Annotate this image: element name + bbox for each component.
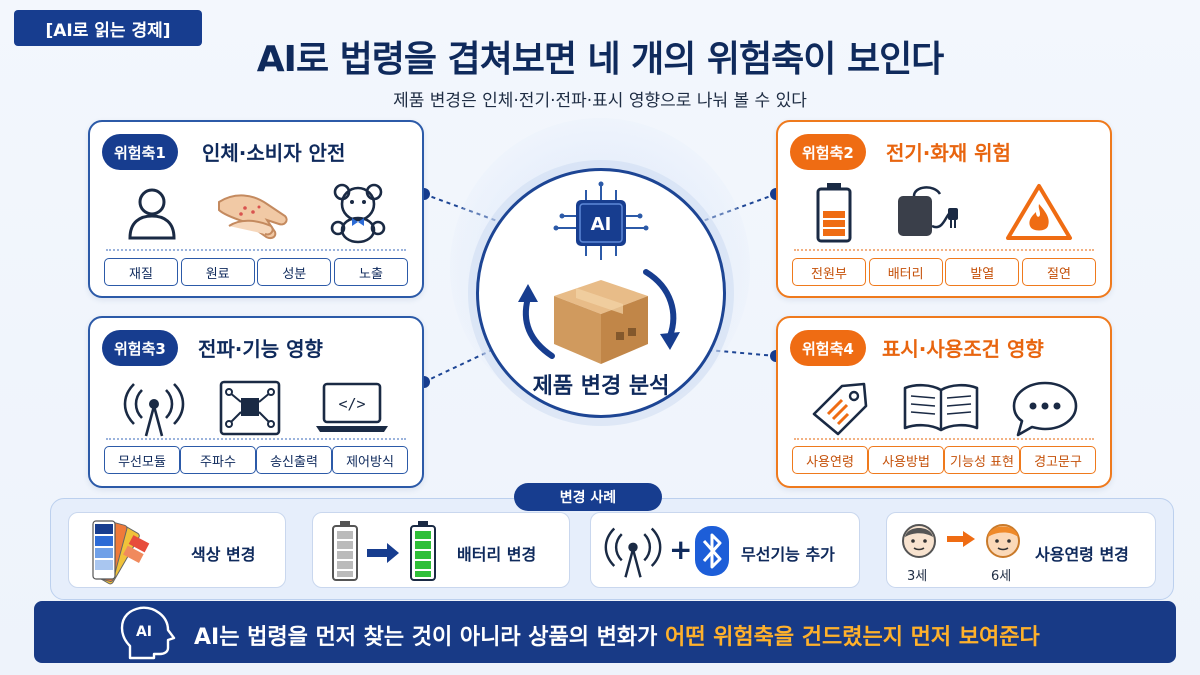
risk-axis-title: 전파·기능 영향: [198, 337, 323, 361]
change-examples-tag: 변경 사례: [514, 483, 662, 511]
risk-tag: 무선모듈: [104, 446, 180, 474]
age-from: 3세: [907, 569, 928, 584]
example-label: 무선기능 추가: [741, 545, 835, 564]
risk-tag: 재질: [104, 258, 178, 286]
risk-axis-badge: 위험축1: [102, 134, 178, 170]
risk-tag: 주파수: [180, 446, 256, 474]
risk-axis-card-3: 위험축3 전파·기능 영향 </>: [88, 316, 424, 488]
hands-icon: [217, 194, 288, 240]
open-book-icon: [903, 383, 979, 432]
example-label: 배터리 변경: [457, 545, 537, 564]
risk-tag: 성분: [257, 258, 332, 286]
analysis-hub: AI: [476, 168, 726, 418]
risk-tag: 사용방법: [868, 446, 944, 474]
section-tag: [AI로 읽는 경제]: [14, 10, 202, 46]
risk-tag: 절연: [1021, 258, 1096, 286]
adapter-icon: [898, 186, 958, 236]
risk-tag: 노출: [333, 258, 408, 286]
child-face-icon: [986, 524, 1020, 558]
center-label: 제품 변경 분석: [532, 374, 670, 399]
ai-chip-box-icon: AI: [518, 181, 680, 364]
risk-tag: 경고문구: [1020, 446, 1096, 474]
risk-tag: 배터리: [868, 258, 943, 286]
footer-message: AI는 법령을 먼저 찾는 것이 아니라 상품의 변화가 어떤 위험축을 건드렸…: [194, 619, 1040, 651]
antenna-icon: [123, 383, 184, 437]
page-subtitle: 제품 변경은 인체·전기·전파·표시 영향으로 나눠 볼 수 있다: [393, 91, 807, 111]
risk-axis-title: 전기·화재 위험: [886, 141, 1011, 165]
battery-swap-icon: [332, 521, 436, 581]
child-face-icon: [902, 524, 936, 558]
bluetooth-icon: [695, 526, 729, 576]
risk-tag: 발열: [945, 258, 1020, 286]
battery-icon: [816, 183, 852, 243]
plus-sign: +: [669, 533, 693, 566]
page-title: AI로 법령을 겹쳐보면 네 개의 위험축이 보인다: [256, 39, 945, 80]
risk-tag: 전원부: [792, 258, 866, 286]
footer-banner: AI AI는 법령을 먼저 찾는 것이 아니라 상품의 변화가 어떤 위험축을 …: [34, 601, 1176, 663]
example-color-change: 색상 변경: [68, 512, 286, 588]
tag-icon: [813, 382, 868, 436]
risk-tag: 사용연령: [792, 446, 868, 474]
risk-axis-card-4: 위험축4 표시·사용조건 영향 사용연령 사용방법 기능성 표현 경고문구: [776, 316, 1112, 488]
example-label: 사용연령 변경: [1035, 545, 1129, 564]
risk-axis-badge: 위험축4: [790, 330, 866, 366]
ai-chip-label: AI: [591, 214, 612, 235]
color-swatch-icon: [92, 520, 150, 585]
antenna-icon: [604, 527, 662, 578]
age-to: 6세: [991, 569, 1012, 584]
svg-text:</>: </>: [339, 395, 366, 413]
risk-axis-badge: 위험축2: [790, 134, 866, 170]
circuit-board-icon: [219, 380, 281, 436]
person-icon: [128, 188, 176, 240]
risk-axis-card-1: 위험축1 인체·소비자 안전 재질 원료 성분: [88, 120, 424, 298]
ai-head-icon: AI: [120, 606, 176, 660]
footer-message-main: AI는 법령을 먼저 찾는 것이 아니라 상품의 변화가: [194, 625, 666, 650]
footer-message-highlight: 어떤 위험축을 건드렸는지 먼저 보여준다: [665, 625, 1040, 650]
fire-warning-icon: [1006, 184, 1072, 240]
risk-tag: 송신출력: [256, 446, 332, 474]
risk-tag: 기능성 표현: [944, 446, 1020, 474]
example-label: 색상 변경: [191, 545, 256, 564]
risk-axis-title: 표시·사용조건 영향: [882, 337, 1044, 361]
risk-tag: 제어방식: [332, 446, 408, 474]
example-age-change: 3세 6세 사용연령 변경: [886, 512, 1156, 588]
ai-head-label: AI: [136, 624, 152, 640]
arrow-right-icon: [947, 531, 975, 547]
speech-bubble-icon: [1012, 381, 1077, 437]
risk-axis-title: 인체·소비자 안전: [202, 141, 346, 165]
teddy-bear-icon: [330, 183, 385, 244]
risk-axis-badge: 위험축3: [102, 330, 178, 366]
example-battery-change: 배터리 변경: [312, 512, 570, 588]
risk-tag: 원료: [180, 258, 255, 286]
laptop-code-icon: </>: [316, 382, 389, 432]
example-wireless-add: + 무선기능 추가: [590, 512, 860, 588]
risk-axis-card-2: 위험축2 전기·화재 위험 전원부 배터리 발열 절연: [776, 120, 1112, 298]
